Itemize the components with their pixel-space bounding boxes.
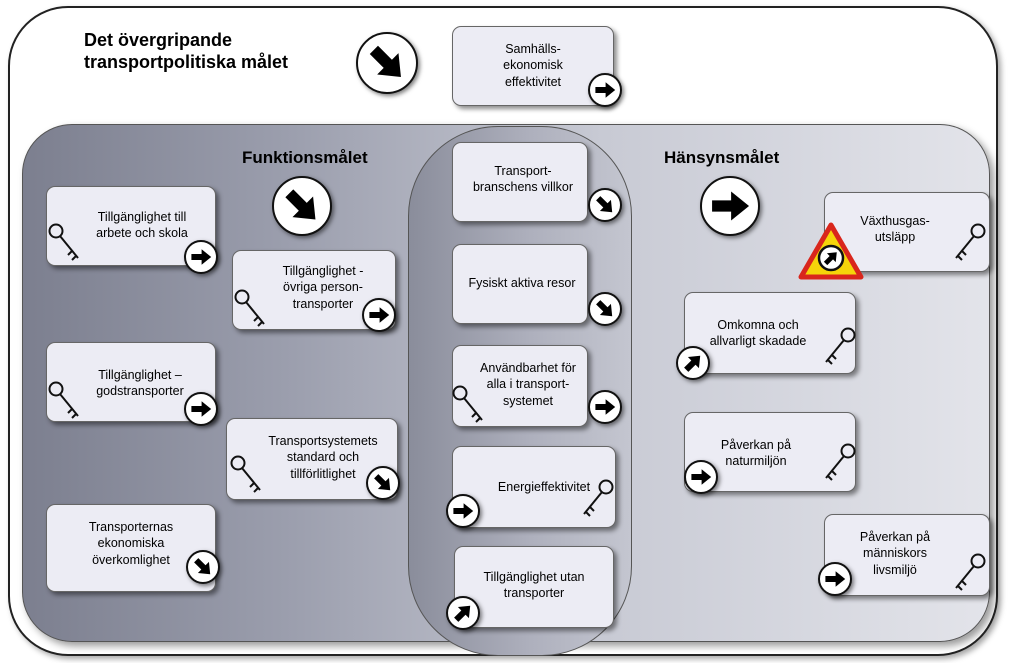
box-label-line1: Omkomna och bbox=[717, 318, 799, 332]
trend-icon bbox=[362, 298, 396, 332]
box-label-line1: Transportsystemets bbox=[268, 434, 378, 448]
box-label-line1: Fysiskt aktiva resor bbox=[468, 276, 576, 290]
box-label-line3: tillförlitlighet bbox=[290, 466, 356, 481]
goal-box-system-standard: Transportsystemets standard och tillförl… bbox=[226, 418, 398, 500]
box-label-line2: ekonomiska bbox=[97, 536, 165, 551]
box-label-line2: allvarligt skadade bbox=[709, 334, 807, 349]
box-label-line3: effektivitet bbox=[504, 74, 562, 89]
box-label-line2: övriga person- bbox=[283, 280, 363, 295]
key-icon bbox=[452, 384, 486, 424]
overall-goal-trend-icon bbox=[356, 32, 418, 94]
key-icon bbox=[48, 380, 82, 420]
box-label-line2: branschens villkor bbox=[472, 180, 574, 195]
trend-icon bbox=[446, 596, 480, 630]
overall-goal-title-line2: transportpolitiska målet bbox=[84, 51, 289, 72]
trend-icon bbox=[186, 550, 220, 584]
socioeconomic-trend-icon bbox=[588, 73, 622, 107]
consideration-goal-trend-icon bbox=[700, 176, 760, 236]
box-label-line1: Transport- bbox=[494, 164, 552, 178]
trend-icon bbox=[184, 240, 218, 274]
box-label-line2: utsläpp bbox=[874, 230, 916, 245]
key-icon bbox=[580, 478, 614, 518]
key-icon bbox=[952, 552, 986, 592]
box-label-line2: naturmiljön bbox=[725, 454, 787, 469]
trend-icon bbox=[588, 188, 622, 222]
trend-icon bbox=[184, 392, 218, 426]
warning-triangle-icon bbox=[798, 222, 864, 280]
box-label-line2: transporter bbox=[503, 586, 565, 601]
box-label-line2: arbete och skola bbox=[96, 226, 188, 241]
goal-box-physically-active-travel: Fysiskt aktiva resor bbox=[452, 244, 588, 324]
trend-icon bbox=[366, 466, 400, 500]
box-label-line1: Samhälls- bbox=[505, 42, 561, 56]
box-label-line1: Transporternas bbox=[88, 520, 174, 534]
key-icon bbox=[48, 222, 82, 262]
box-label-line1: Tillgänglighet – bbox=[98, 368, 182, 382]
trend-icon bbox=[588, 292, 622, 326]
overall-goal-title-line1: Det övergripande bbox=[84, 30, 233, 50]
box-label-line2: godstransporter bbox=[96, 384, 184, 399]
box-label-line1: Tillgänglighet - bbox=[282, 264, 364, 278]
goal-box-access-without-transport: Tillgänglighet utan transporter bbox=[454, 546, 614, 628]
trend-icon bbox=[588, 390, 622, 424]
goal-box-economic-affordability: Transporternas ekonomiska överkomlighet bbox=[46, 504, 216, 592]
trend-icon bbox=[676, 346, 710, 380]
key-icon bbox=[952, 222, 986, 262]
box-label-line1: Energieffektivitet bbox=[497, 480, 591, 494]
box-label-line3: livsmiljö bbox=[873, 562, 917, 577]
box-label-line1: Användbarhet för bbox=[480, 361, 576, 375]
key-icon bbox=[234, 288, 268, 328]
key-icon bbox=[822, 326, 856, 366]
socioeconomic-efficiency-box: Samhälls- ekonomisk effektivitet bbox=[452, 26, 614, 106]
box-label-line1: Tillgänglighet utan bbox=[483, 570, 585, 584]
box-label-line2: alla i transport- bbox=[486, 377, 570, 392]
box-label-line1: Påverkan på bbox=[720, 438, 792, 452]
box-label-line1: Påverkan på bbox=[859, 530, 931, 544]
consideration-goal-title: Hänsynsmålet bbox=[664, 148, 780, 167]
box-label-line3: överkomlighet bbox=[92, 552, 170, 567]
overall-goal-title: Det övergripande transportpolitiska måle… bbox=[84, 30, 288, 73]
box-label-line1: Växthusgas- bbox=[860, 214, 930, 228]
trend-icon bbox=[684, 460, 718, 494]
goal-box-industry-conditions: Transport- branschens villkor bbox=[452, 142, 588, 222]
key-icon bbox=[822, 442, 856, 482]
box-label-line1: Tillgänglighet till bbox=[97, 210, 187, 224]
key-icon bbox=[230, 454, 264, 494]
goal-box-greenhouse-emissions: Växthusgas- utsläpp bbox=[824, 192, 990, 272]
functional-goal-trend-icon bbox=[272, 176, 332, 236]
box-label-line2: människors bbox=[863, 546, 927, 561]
box-label-line2: standard och bbox=[286, 450, 360, 465]
box-label-line3: systemet bbox=[502, 393, 553, 408]
box-label-line3: transporter bbox=[292, 296, 354, 311]
trend-icon bbox=[818, 562, 852, 596]
functional-goal-title: Funktionsmålet bbox=[242, 148, 368, 167]
trend-icon bbox=[446, 494, 480, 528]
box-label-line2: ekonomisk bbox=[503, 58, 563, 73]
goal-box-fatalities-injuries: Omkomna och allvarligt skadade bbox=[684, 292, 856, 374]
